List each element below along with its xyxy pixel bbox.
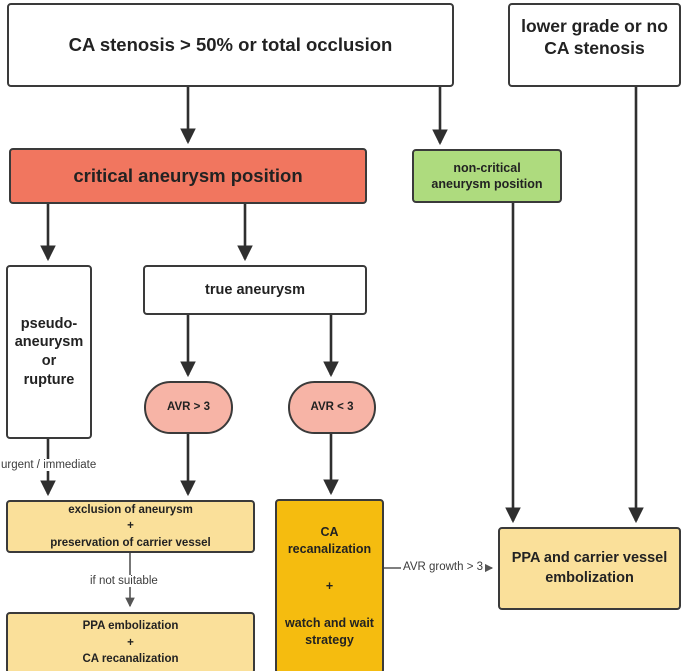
edge-label-if-not-suitable: if not suitable [88, 575, 160, 587]
node-ppa-carrier-line1: PPA and carrier vessel [511, 549, 668, 566]
node-non-critical-position[interactable]: non-critical aneurysm position [412, 149, 562, 203]
node-non-critical-line2: aneurysm position [431, 177, 543, 191]
node-ca-recan-line4: watch and wait [285, 615, 374, 630]
node-ca-recanalization-watch-wait[interactable]: CA recanalization + watch and wait strat… [275, 499, 384, 671]
node-ca-stenosis[interactable]: CA stenosis > 50% or total occlusion [7, 3, 454, 87]
node-ca-recan-line5: strategy [305, 632, 354, 647]
node-ppa-emb-plus: + [127, 636, 134, 649]
node-pseudo-line2: aneurysm [14, 334, 84, 351]
node-ppa-carrier-line2: embolization [545, 569, 634, 586]
node-ppa-embolization[interactable]: PPA embolization + CA recanalization [6, 612, 255, 671]
node-lower-grade-line1: lower grade or no [521, 16, 668, 36]
node-lower-grade-line2: CA stenosis [544, 38, 645, 59]
node-critical-aneurysm-position[interactable]: critical aneurysm position [9, 148, 367, 204]
node-ca-recan-plus: + [325, 579, 334, 594]
node-lower-grade[interactable]: lower grade or no CA stenosis [508, 3, 681, 87]
node-ppa-emb-line1: PPA embolization [82, 619, 179, 632]
node-true-aneurysm-label: true aneurysm [205, 281, 305, 298]
node-true-aneurysm[interactable]: true aneurysm [143, 265, 367, 315]
node-critical-label: critical aneurysm position [73, 165, 303, 187]
node-ca-recan-line1: CA [320, 525, 339, 540]
node-pseudo-line1: pseudo- [20, 315, 78, 332]
node-pseudo-line4: rupture [23, 371, 75, 388]
node-pseudo-aneurysm-rupture[interactable]: pseudo- aneurysm or rupture [6, 265, 92, 439]
node-exclusion-line1: exclusion of aneurysm [68, 503, 193, 516]
node-exclusion-of-aneurysm[interactable]: exclusion of aneurysm + preservation of … [6, 500, 255, 553]
node-ppa-and-carrier-vessel-embolization[interactable]: PPA and carrier vessel embolization [498, 527, 681, 610]
node-avr-lt-label: AVR < 3 [310, 401, 354, 414]
node-exclusion-line3: preservation of carrier vessel [50, 536, 211, 549]
edge-label-avr-growth: AVR growth > 3 [401, 561, 486, 573]
node-pseudo-line3: or [41, 353, 57, 369]
node-avr-greater-than-3[interactable]: AVR > 3 [144, 381, 233, 434]
node-avr-less-than-3[interactable]: AVR < 3 [288, 381, 376, 434]
node-ca-stenosis-label: CA stenosis > 50% or total occlusion [68, 34, 393, 56]
node-avr-gt-label: AVR > 3 [167, 401, 210, 414]
node-ca-recan-line2: recanalization [287, 542, 372, 557]
node-non-critical-line1: non-critical [453, 161, 521, 175]
node-exclusion-plus: + [127, 520, 134, 533]
node-ppa-emb-line3: CA recanalization [82, 653, 179, 666]
edge-label-urgent-immediate: urgent / immediate [0, 459, 99, 471]
